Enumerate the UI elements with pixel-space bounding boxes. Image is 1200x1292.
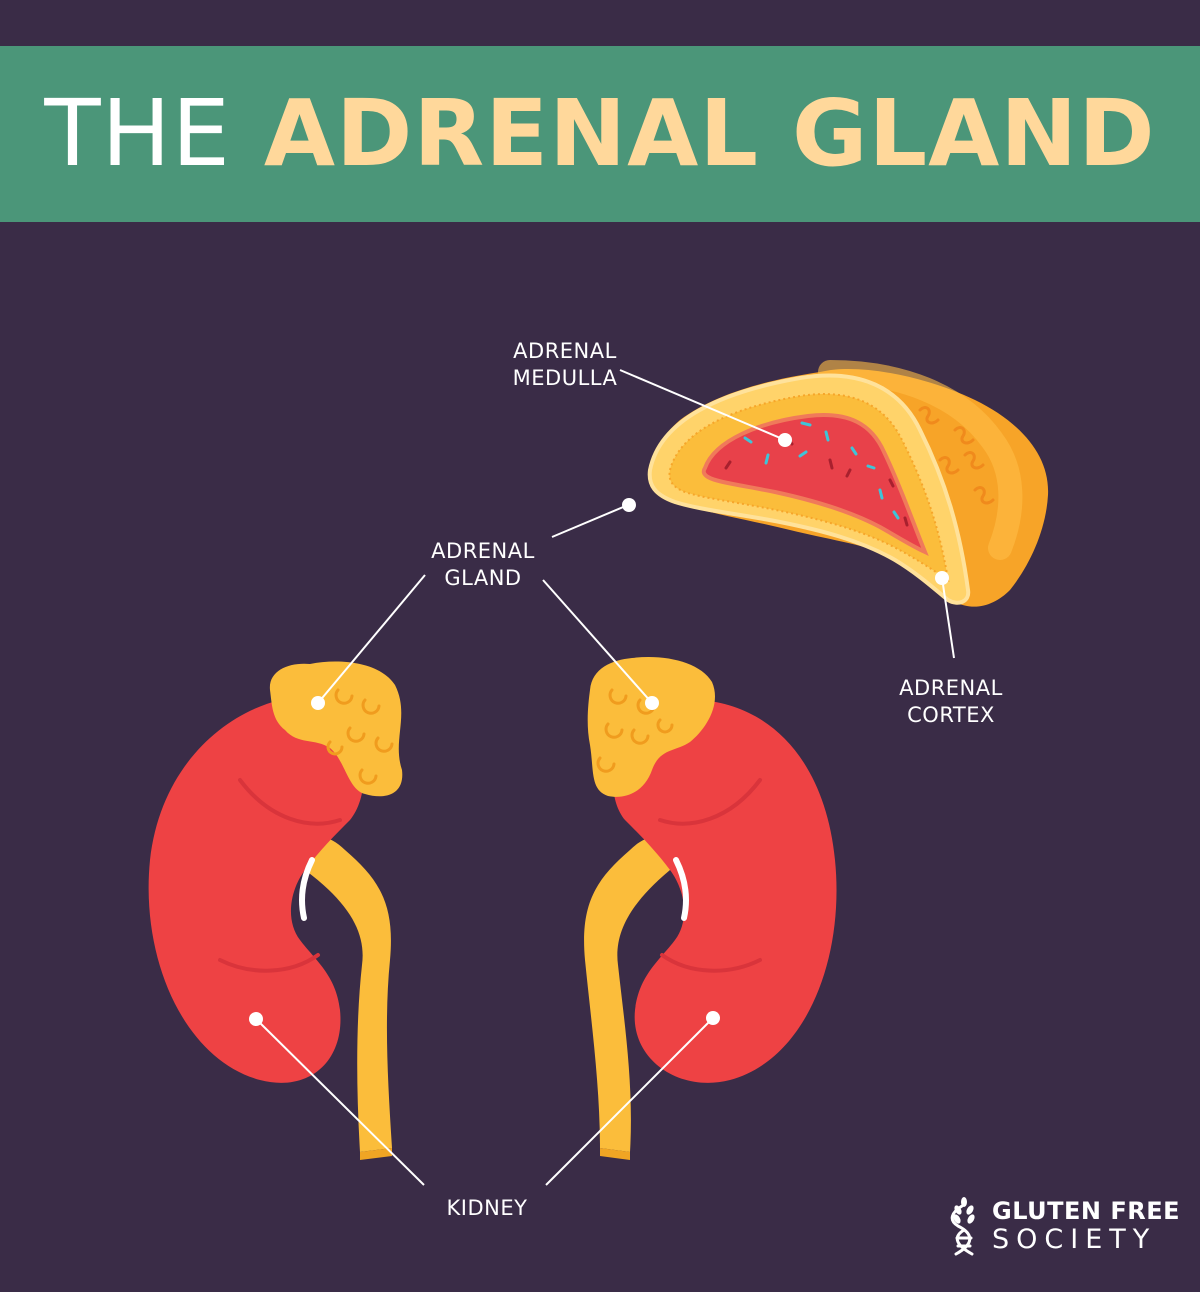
label-adrenal-cortex-line1: ADRENAL (899, 676, 1003, 700)
label-adrenal-medulla-line2: MEDULLA (512, 366, 618, 390)
left-ureter-end (360, 1148, 392, 1160)
cortex-dot (935, 571, 949, 585)
left-kidney (148, 661, 403, 1160)
leader-lines (255, 369, 955, 1186)
right-kidney-body (613, 700, 837, 1083)
right-kidney-fold (658, 778, 762, 826)
right-adrenal-gland (587, 657, 715, 797)
right-kidney-fold2 (660, 953, 762, 973)
label-adrenal-cortex-line2: CORTEX (907, 703, 995, 727)
cortex-leader (941, 577, 955, 659)
right-ureter (584, 836, 671, 1152)
cross-section-medulla (701, 413, 929, 556)
gland-leader-right (542, 579, 653, 704)
label-adrenal-medulla: ADRENAL MEDULLA (490, 338, 640, 392)
left-kidney-highlight (299, 857, 315, 921)
title-banner: THE ADRENAL GLAND (0, 46, 1200, 222)
adrenal-cross-section (647, 360, 1049, 607)
label-adrenal-cortex: ADRENAL CORTEX (876, 675, 1026, 729)
kidney-dot-right (706, 1011, 720, 1025)
label-adrenal-gland: ADRENAL GLAND (408, 538, 558, 592)
medulla-dot (778, 433, 792, 447)
gluten-free-society-logo: GLUTEN FREE SOCIETY (944, 1196, 1180, 1256)
label-kidney: KIDNEY (412, 1195, 562, 1222)
logo-line1: GLUTEN FREE (992, 1197, 1180, 1225)
left-kidney-fold (238, 778, 342, 826)
right-ureter-end (600, 1148, 630, 1160)
page-title: THE ADRENAL GLAND (44, 88, 1155, 180)
title-highlight: ADRENAL GLAND (263, 80, 1156, 187)
right-kidney (584, 657, 837, 1160)
gland-dot-right (645, 696, 659, 710)
wheat-dna-icon (950, 1197, 975, 1256)
kidney-dot-left (249, 1012, 263, 1026)
gland-dot-crosssection (622, 498, 636, 512)
leader-dots (249, 433, 949, 1026)
title-prefix: THE (44, 80, 231, 187)
left-kidney-fold2 (218, 953, 320, 973)
left-adrenal-gland (269, 661, 403, 797)
label-adrenal-gland-line1: ADRENAL (431, 539, 535, 563)
right-kidney-highlight (673, 857, 689, 921)
kidney-leader-right (545, 1017, 714, 1186)
left-adrenal-texture (326, 688, 394, 785)
gland-dot-left (311, 696, 325, 710)
label-adrenal-medulla-line1: ADRENAL (513, 339, 617, 363)
left-kidney-body (148, 700, 364, 1083)
logo-line2: SOCIETY (992, 1224, 1157, 1255)
label-adrenal-gland-line2: GLAND (444, 566, 522, 590)
left-ureter (304, 836, 392, 1152)
gland-leader-left (317, 574, 426, 704)
gland-leader-crosssection (551, 504, 629, 538)
kidney-leader-left (255, 1018, 425, 1186)
label-kidney-text: KIDNEY (446, 1196, 528, 1220)
cross-section-sheen (818, 360, 1023, 560)
logo-text: GLUTEN FREE SOCIETY (992, 1199, 1180, 1253)
medulla-leader (619, 369, 786, 441)
